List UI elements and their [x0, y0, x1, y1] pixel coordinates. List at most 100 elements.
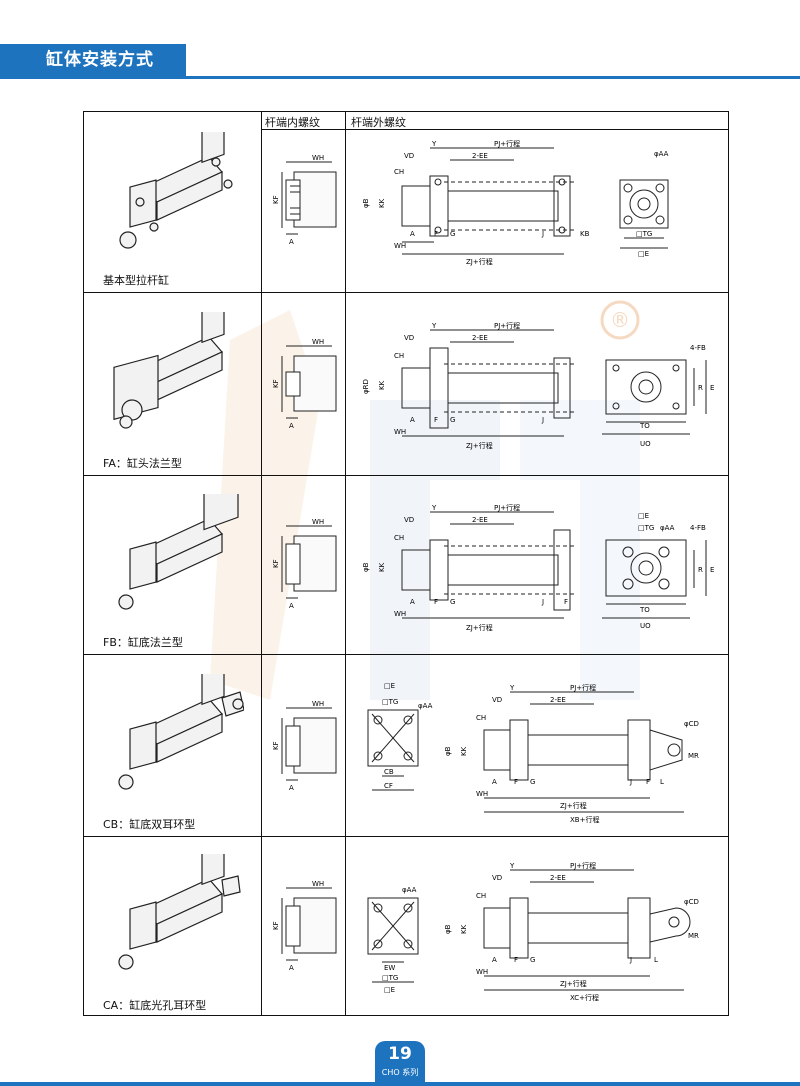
outer-thread-drawing-fa: Y PJ+行程 VD 2-EE CH φRD KK A F G J WH ZJ+… — [362, 321, 714, 450]
dimension-label: Y — [431, 322, 437, 330]
dimension-label: J — [541, 598, 544, 606]
dimension-label: PJ+行程 — [494, 321, 520, 330]
outer-thread-drawing-cb: □E □TG φAA CB CF Y PJ+行程 VD 2-EE CH φB K… — [367, 682, 699, 824]
dimension-label: A — [410, 598, 415, 606]
dimension-label: F — [564, 598, 568, 606]
dimension-label: TO — [639, 606, 650, 614]
dimension-label: □E — [638, 250, 649, 258]
dimension-label: □E — [638, 512, 649, 520]
dimension-label: MR — [688, 932, 699, 940]
cylinder-illustration-cb — [118, 674, 244, 790]
dimension-label: KK — [460, 924, 468, 934]
dimension-label: J — [629, 956, 632, 964]
dimension-label: CF — [384, 782, 393, 790]
dimension-label: φAA — [654, 150, 669, 158]
dimension-label: A — [492, 778, 497, 786]
inner-thread-drawing-cb: WH KF A — [272, 700, 337, 792]
dimension-label: KK — [378, 198, 386, 208]
row-divider — [84, 654, 728, 655]
dimension-label: CH — [394, 534, 404, 542]
dimension-label: CH — [394, 168, 404, 176]
dimension-label: F — [434, 416, 438, 424]
dimension-label: PJ+行程 — [570, 683, 596, 692]
page-number-tab: 19 CHO 系列 — [375, 1041, 425, 1086]
dimension-label: 4-FB — [690, 524, 706, 532]
dimension-label: F — [434, 598, 438, 606]
dimension-label: TO — [639, 422, 650, 430]
dimension-label: A — [289, 238, 294, 246]
dimension-label: CB — [384, 768, 394, 776]
dimension-label: CH — [476, 714, 486, 722]
row-label-cb: CB：缸底双耳环型 — [103, 818, 196, 831]
outer-thread-drawing-ca: φAA EW □TG □E Y PJ+行程 VD 2-EE CH φB KK A… — [367, 861, 699, 1002]
outer-thread-drawing-basic: Y PJ+行程 VD 2-EE CH φB KK A F G J KB WH Z… — [362, 139, 669, 266]
dimension-label: Y — [509, 862, 515, 870]
dimension-label: J — [629, 778, 632, 786]
dimension-label: 2-EE — [550, 696, 566, 704]
dimension-label: WH — [394, 242, 406, 250]
page-number: 19 — [388, 1044, 412, 1064]
dimension-label: A — [492, 956, 497, 964]
dimension-label: 4-FB — [690, 344, 706, 352]
cylinder-illustration-ca — [118, 854, 241, 970]
dimension-label: ZJ+行程 — [466, 257, 493, 266]
dimension-label: φB — [362, 198, 370, 208]
row-divider — [84, 836, 728, 837]
dimension-label: 2-EE — [472, 152, 488, 160]
dimension-label: WH — [394, 428, 406, 436]
section-header: 缸体安装方式 — [0, 44, 186, 76]
dimension-label: E — [710, 384, 714, 392]
dimension-label: Y — [509, 684, 515, 692]
dimension-label: KF — [272, 379, 280, 388]
dimension-label: VD — [404, 334, 414, 342]
dimension-label: WH — [312, 154, 324, 162]
col-header-outer-thread: 杆端外螺纹 — [351, 116, 406, 129]
row-divider — [84, 475, 728, 476]
dimension-label: L — [654, 956, 658, 964]
dimension-label: ZJ+行程 — [560, 801, 587, 810]
dimension-label: G — [450, 230, 455, 238]
dimension-label: φB — [444, 924, 452, 934]
dimension-label: Y — [431, 504, 437, 512]
dimension-label: UO — [640, 622, 651, 630]
dimension-label: WH — [394, 610, 406, 618]
row-label-ca: CA：缸底光孔耳环型 — [103, 999, 207, 1012]
dimension-label: EW — [384, 964, 395, 972]
dimension-label: 2-EE — [550, 874, 566, 882]
dimension-label: 2-EE — [472, 516, 488, 524]
dimension-label: ZJ+行程 — [466, 623, 493, 632]
dimension-label: A — [410, 230, 415, 238]
dimension-label: CH — [394, 352, 404, 360]
row-label-basic: 基本型拉杆缸 — [103, 274, 169, 287]
cylinder-illustration-fa — [113, 312, 225, 429]
dimension-label: ZJ+行程 — [560, 979, 587, 988]
dimension-label: A — [289, 964, 294, 972]
cylinder-illustration-basic — [119, 132, 233, 249]
dimension-label: KF — [272, 741, 280, 750]
dimension-label: XB+行程 — [570, 815, 599, 824]
dimension-label: φAA — [660, 524, 675, 532]
dimension-label: L — [660, 778, 664, 786]
dimension-label: F — [646, 778, 650, 786]
dimension-label: □E — [384, 986, 395, 994]
outer-thread-drawing-fb: Y PJ+行程 VD 2-EE CH φB KK A F G J F WH ZJ… — [362, 503, 714, 632]
dimension-label: KF — [272, 921, 280, 930]
dimension-label: □E — [384, 682, 395, 690]
dimension-label: WH — [476, 968, 488, 976]
row-label-fb: FB：缸底法兰型 — [103, 636, 183, 649]
dimension-label: A — [410, 416, 415, 424]
col-divider — [345, 112, 346, 1015]
dimension-label: XC+行程 — [570, 993, 599, 1002]
dimension-label: φAA — [402, 886, 417, 894]
inner-thread-drawing-fb: WH KF A — [272, 518, 337, 610]
dimension-label: WH — [312, 518, 324, 526]
dimension-label: G — [530, 956, 535, 964]
cylinder-illustration-fb — [118, 494, 239, 610]
dimension-label: PJ+行程 — [494, 139, 520, 148]
section-title: 缸体安装方式 — [46, 50, 154, 70]
col-header-inner-thread: 杆端内螺纹 — [265, 116, 320, 129]
dimension-label: ZJ+行程 — [466, 441, 493, 450]
row-divider — [84, 292, 728, 293]
dimension-label: A — [289, 784, 294, 792]
dimension-label: WH — [476, 790, 488, 798]
